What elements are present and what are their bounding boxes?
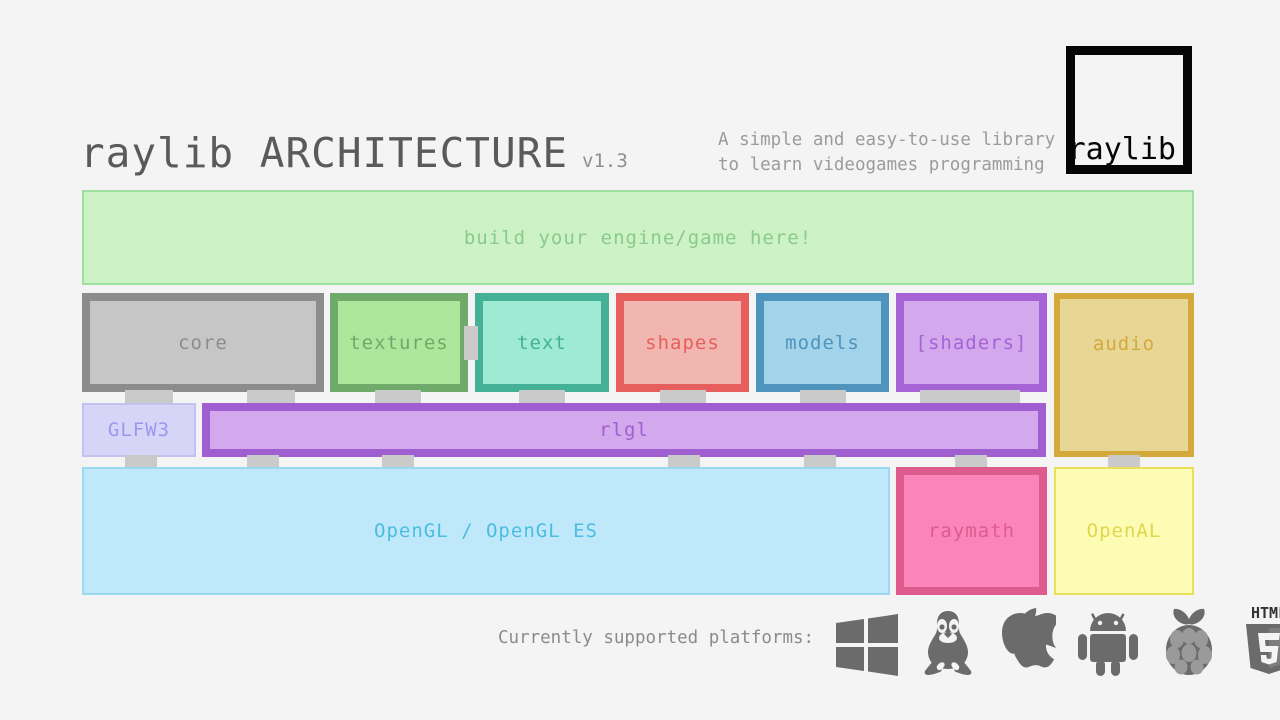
layer-openal-label: OpenAL: [1086, 520, 1162, 542]
page-title-text: raylib ARCHITECTURE: [80, 129, 568, 177]
user-layer-box: build your engine/game here!: [82, 190, 1194, 285]
raspberry-pi-icon: [1166, 608, 1212, 675]
raylib-logo: raylib: [1066, 46, 1192, 174]
connector-tab: [660, 390, 706, 404]
connector-tab: [920, 390, 1020, 404]
tagline-line-2: to learn videogames programming: [718, 155, 1045, 175]
module-shaders-label: [shaders]: [915, 331, 1028, 354]
module-shapes-label: shapes: [645, 331, 720, 354]
layer-raymath-label: raymath: [927, 520, 1016, 542]
connector-tab: [375, 390, 421, 404]
connector-tab-vertical: [464, 326, 478, 360]
version-label: v1.3: [582, 150, 628, 172]
connector-tab: [519, 390, 565, 404]
raylib-logo-text: raylib: [1067, 132, 1176, 167]
layer-glfw3[interactable]: GLFW3: [82, 403, 196, 457]
module-text-label: text: [517, 331, 567, 354]
layer-opengl[interactable]: OpenGL / OpenGL ES: [82, 467, 890, 595]
windows-icon: [836, 614, 898, 676]
svg-text:HTML: HTML: [1251, 604, 1280, 622]
module-core[interactable]: core: [82, 293, 324, 392]
html5-icon: HTML: [1246, 604, 1280, 674]
connector-tab: [955, 455, 987, 469]
connector-tab: [1108, 455, 1140, 469]
module-audio-label: audio: [1092, 333, 1156, 355]
connector-tab: [804, 455, 836, 469]
layer-openal[interactable]: OpenAL: [1054, 467, 1194, 595]
module-audio[interactable]: audio: [1054, 293, 1194, 457]
layer-rlgl[interactable]: rlgl: [202, 403, 1046, 457]
module-textures[interactable]: textures: [330, 293, 468, 392]
connector-tab: [800, 390, 846, 404]
connector-tab: [125, 390, 173, 404]
platforms-label: Currently supported platforms:: [498, 628, 815, 648]
module-shaders[interactable]: [shaders]: [896, 293, 1047, 392]
module-models-label: models: [785, 331, 860, 354]
module-models[interactable]: models: [756, 293, 889, 392]
module-textures-label: textures: [349, 331, 449, 354]
connector-tab: [668, 455, 700, 469]
layer-glfw3-label: GLFW3: [107, 419, 171, 441]
layer-raymath[interactable]: raymath: [896, 467, 1047, 595]
connector-tab: [382, 455, 414, 469]
android-icon: [1078, 613, 1138, 676]
layer-rlgl-label: rlgl: [599, 419, 649, 441]
platform-icons: HTML: [836, 604, 1280, 676]
module-shapes[interactable]: shapes: [616, 293, 749, 392]
connector-tab: [247, 390, 295, 404]
tagline: A simple and easy-to-use library to lear…: [718, 128, 1058, 178]
tagline-line-1: A simple and easy-to-use library: [718, 130, 1056, 150]
connector-tab: [247, 455, 279, 469]
module-text[interactable]: text: [475, 293, 609, 392]
module-core-label: core: [178, 331, 228, 354]
page-title: raylib ARCHITECTURE v1.3: [80, 129, 628, 177]
apple-icon: [1002, 608, 1056, 668]
linux-penguin-icon: [924, 611, 972, 675]
connector-tab: [125, 455, 157, 469]
user-layer-label: build your engine/game here!: [463, 226, 813, 249]
layer-opengl-label: OpenGL / OpenGL ES: [374, 520, 598, 542]
